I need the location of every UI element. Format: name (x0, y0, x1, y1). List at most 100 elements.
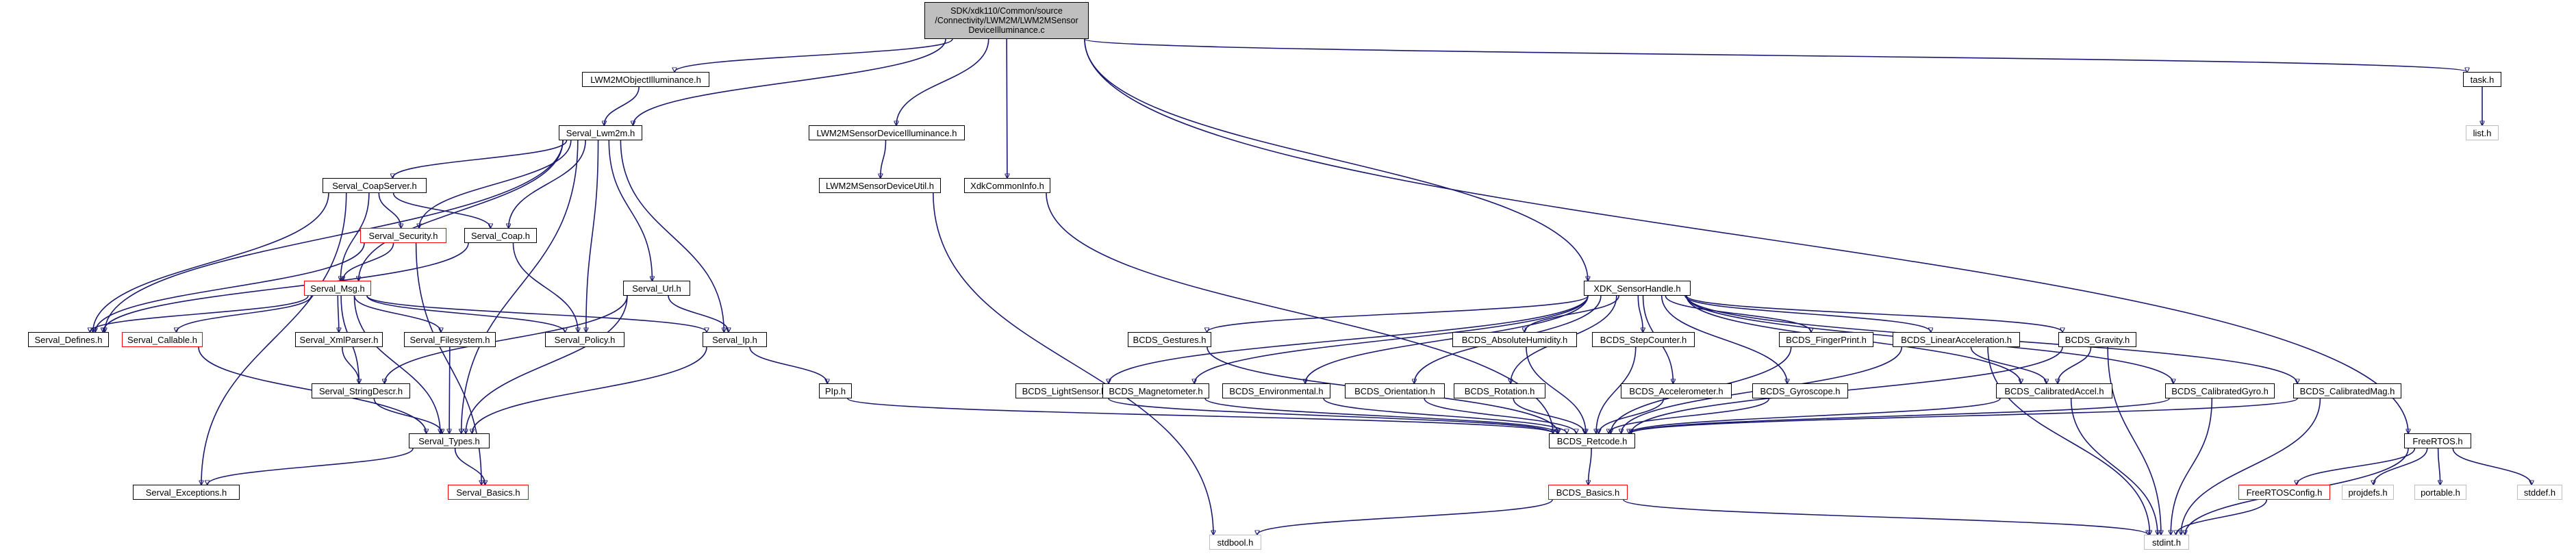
node-bcds-orientation[interactable]: BCDS_Orientation.h (1345, 383, 1445, 398)
include-edge (359, 140, 564, 281)
node-bcds-magnetometer[interactable]: BCDS_Magnetometer.h (1102, 383, 1209, 398)
node-freertos-config[interactable]: FreeRTOSConfig.h (2238, 485, 2330, 500)
node-label: BCDS_Retcode.h (1556, 435, 1628, 446)
node-portable[interactable]: portable.h (2414, 485, 2466, 500)
include-edge (509, 140, 586, 228)
node-serval-filesystem[interactable]: Serval_Filesystem.h (404, 332, 496, 347)
node-bcds-calibratedgyro[interactable]: BCDS_CalibratedGyro.h (2165, 383, 2275, 398)
node-xdk-common-info[interactable]: XdkCommonInfo.h (964, 178, 1050, 193)
node-serval-basics[interactable]: Serval_Basics.h (448, 485, 529, 500)
include-edge (2181, 398, 2321, 535)
node-label: BCDS_Gravity.h (2064, 334, 2130, 345)
include-edge (2297, 448, 2416, 485)
node-serval-coapserver[interactable]: Serval_CoapServer.h (323, 178, 427, 193)
include-edge (176, 295, 312, 332)
node-lwm2m-object-illuminance[interactable]: LWM2MObjectIlluminance.h (582, 72, 709, 87)
node-label: Serval_Exceptions.h (145, 487, 227, 498)
include-edge (1108, 398, 1553, 433)
include-edge (207, 448, 414, 485)
include-edge (378, 192, 401, 228)
node-serval-xmlparser[interactable]: Serval_XmlParser.h (295, 332, 383, 347)
node-label: Serval_Security.h (368, 230, 438, 241)
node-freertos[interactable]: FreeRTOS.h (2404, 433, 2471, 448)
include-edge (1424, 398, 1576, 433)
include-edge (1323, 398, 1567, 433)
include-edge (847, 398, 1553, 433)
include-edge (366, 295, 565, 332)
node-label: BCDS_LightSensor.h (1022, 385, 1107, 396)
include-edge (462, 140, 579, 433)
include-edge (1686, 295, 2062, 332)
node-bcds-linearacceleration[interactable]: BCDS_LinearAcceleration.h (1893, 332, 2020, 347)
include-edge (1084, 38, 1588, 281)
node-bcds-lightsensor[interactable]: BCDS_LightSensor.h (1015, 383, 1113, 398)
node-bcds-gestures[interactable]: BCDS_Gestures.h (1128, 332, 1211, 347)
include-edge (366, 295, 707, 332)
include-edge (1524, 295, 1619, 332)
include-edge (342, 346, 359, 383)
root-file-node[interactable]: SDK/xdk110/Common/source /Connectivity/L… (924, 2, 1089, 39)
include-edge (1084, 38, 2408, 433)
node-serval-defines[interactable]: Serval_Defines.h (28, 332, 109, 347)
node-bcds-rotation[interactable]: BCDS_Rotation.h (1454, 383, 1545, 398)
include-edge (1305, 295, 1589, 383)
node-serval-types[interactable]: Serval_Types.h (409, 433, 490, 448)
node-list[interactable]: list.h (2466, 125, 2499, 140)
node-xdk-sensorhandle[interactable]: XDK_SensorHandle.h (1584, 281, 1691, 296)
node-bcds-calibratedaccel[interactable]: BCDS_CalibratedAccel.h (1996, 383, 2112, 398)
include-edge (2373, 448, 2428, 485)
node-lwm2m-sensor-device-util[interactable]: LWM2MSensorDeviceUtil.h (819, 178, 941, 193)
include-edge (1629, 398, 2001, 433)
node-stddef[interactable]: stddef.h (2517, 485, 2562, 500)
include-edge (2437, 448, 2440, 485)
node-label: Serval_Msg.h (310, 283, 365, 294)
node-serval-callable[interactable]: Serval_Callable.h (122, 332, 203, 347)
include-edge (1194, 295, 1589, 383)
node-label: BCDS_Orientation.h (1354, 385, 1435, 396)
node-label: Serval_CoapServer.h (332, 180, 417, 191)
node-serval-ip[interactable]: Serval_Ip.h (703, 332, 767, 347)
include-edge (340, 192, 370, 281)
node-bcds-accelerometer[interactable]: BCDS_Accelerometer.h (1621, 383, 1732, 398)
node-serval-msg[interactable]: Serval_Msg.h (304, 281, 371, 296)
node-stdint[interactable]: stdint.h (2144, 535, 2189, 550)
node-projdefs[interactable]: projdefs.h (2342, 485, 2394, 500)
include-edge (668, 295, 729, 332)
edge-group (90, 38, 2531, 535)
node-bcds-gravity[interactable]: BCDS_Gravity.h (2058, 332, 2136, 347)
include-edge (2107, 346, 2161, 535)
node-bcds-calibratedmag[interactable]: BCDS_CalibratedMag.h (2293, 383, 2401, 398)
node-bcds-fingerprint[interactable]: BCDS_FingerPrint.h (1779, 332, 1873, 347)
node-bcds-stepcounter[interactable]: BCDS_StepCounter.h (1592, 332, 1695, 347)
node-serval-policy[interactable]: Serval_Policy.h (545, 332, 624, 347)
node-label: Serval_Lwm2m.h (566, 127, 635, 138)
node-serval-coap[interactable]: Serval_Coap.h (464, 228, 537, 243)
node-label: Serval_Defines.h (34, 334, 103, 345)
include-edge (2070, 398, 2158, 535)
include-edge (1257, 499, 1553, 535)
node-label: FreeRTOSConfig.h (2246, 487, 2323, 498)
node-serval-exceptions[interactable]: Serval_Exceptions.h (133, 485, 240, 500)
node-task[interactable]: task.h (2463, 72, 2501, 87)
node-serval-stringdescr[interactable]: Serval_StringDescr.h (312, 383, 410, 398)
node-label: Serval_XmlParser.h (299, 334, 379, 345)
node-pip[interactable]: PIp.h (819, 383, 852, 398)
node-bcds-absolutehumidity[interactable]: BCDS_AbsoluteHumidity.h (1452, 332, 1577, 347)
include-edge (749, 346, 827, 383)
node-serval-security[interactable]: Serval_Security.h (360, 228, 446, 243)
node-stdbool[interactable]: stdbool.h (1209, 535, 1261, 550)
include-edge (472, 346, 707, 433)
node-bcds-environmental[interactable]: BCDS_Environmental.h (1222, 383, 1330, 398)
include-edge (415, 242, 481, 485)
node-serval-lwm2m[interactable]: Serval_Lwm2m.h (559, 125, 642, 140)
node-bcds-gyroscope[interactable]: BCDS_Gyroscope.h (1752, 383, 1848, 398)
root-file-path-line-3: DeviceIlluminance.c (968, 25, 1045, 35)
node-label: Serval_Url.h (632, 283, 681, 294)
node-bcds-retcode[interactable]: BCDS_Retcode.h (1549, 433, 1635, 448)
node-serval-url[interactable]: Serval_Url.h (623, 281, 690, 296)
include-edge (2171, 398, 2213, 535)
node-bcds-basics[interactable]: BCDS_Basics.h (1548, 485, 1628, 500)
node-lwm2m-sensor-device-illuminance[interactable]: LWM2MSensorDeviceIlluminance.h (809, 125, 965, 140)
include-edge (1596, 346, 1637, 433)
include-edge (586, 140, 599, 332)
